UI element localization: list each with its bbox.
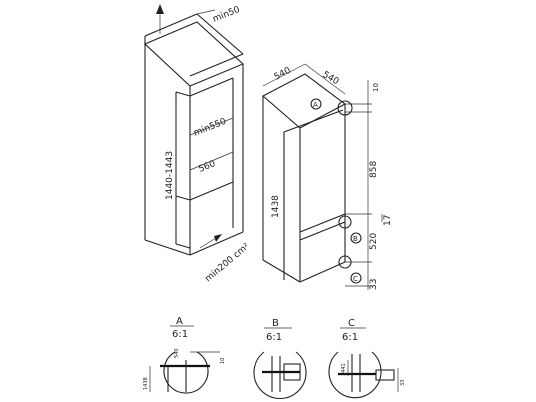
detail-c: C 6:1 1441 33 xyxy=(328,318,406,399)
detail-b-letter: B xyxy=(272,318,279,329)
niche-inner-width-label: 560 xyxy=(197,159,217,175)
detail-a-dim-height: 1438 xyxy=(143,377,149,390)
marker-b: B xyxy=(353,235,358,243)
marker-a: A xyxy=(313,101,318,109)
appliance-drawing: 540 540 10 858 1438 17 520 33 A B C xyxy=(262,63,393,290)
detail-a-scale: 6:1 xyxy=(172,329,188,340)
appliance-total-height-label: 1438 xyxy=(271,195,281,218)
detail-a-dim-gap: 10 xyxy=(220,358,226,364)
niche-height-label: 1440-1443 xyxy=(165,151,175,200)
appliance-top-gap-label: 10 xyxy=(372,83,380,92)
appliance-bottom-gap-label: 33 xyxy=(369,279,379,290)
detail-c-letter: C xyxy=(348,318,355,329)
detail-b: B 6:1 xyxy=(253,318,307,399)
appliance-upper-height-label: 858 xyxy=(369,161,379,178)
detail-a-letter: A xyxy=(176,316,183,327)
niche-inner-depth-label: min550 xyxy=(192,117,228,139)
appliance-width-label: 540 xyxy=(273,66,293,83)
appliance-mid-gap-label: 17 xyxy=(383,215,393,226)
detail-a-dim-width: 540 xyxy=(174,348,180,358)
detail-c-dim-height: 1441 xyxy=(341,363,347,376)
detail-c-dim-gap: 33 xyxy=(400,380,406,386)
appliance-depth-label: 540 xyxy=(321,70,341,87)
niche-vent-area-label: min200 cm² xyxy=(204,241,252,284)
marker-c: C xyxy=(353,275,358,283)
detail-b-scale: 6:1 xyxy=(266,332,282,343)
detail-c-scale: 6:1 xyxy=(342,332,358,343)
niche-drawing: min50 1440-1443 min550 560 min200 cm² xyxy=(144,4,252,284)
niche-min-top-label: min50 xyxy=(211,5,241,25)
detail-a: A 6:1 540 1438 10 xyxy=(143,316,226,394)
appliance-lower-height-label: 520 xyxy=(369,233,379,250)
